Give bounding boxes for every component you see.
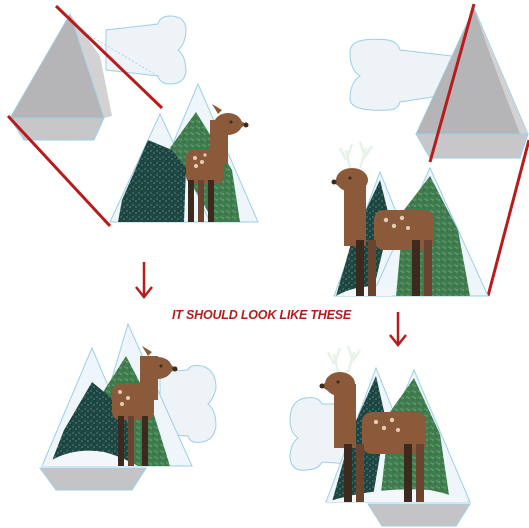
paper-tab (106, 16, 186, 84)
panel-before-left (8, 6, 258, 226)
panel-after-right (290, 346, 470, 526)
pyramid-base (368, 504, 470, 526)
guide-line (488, 140, 529, 296)
antler (348, 346, 360, 372)
antler (328, 348, 340, 372)
grey-pyramid (10, 14, 112, 140)
antler (360, 142, 372, 168)
arrow-down-icon (136, 262, 152, 297)
instruction-caption: IT SHOULD LOOK LIKE THESE (172, 308, 352, 322)
pyramid-base (40, 468, 146, 490)
panel-after-left (40, 324, 216, 490)
antler (340, 144, 352, 168)
panel-before-right (332, 4, 529, 296)
arrow-down-icon (390, 312, 406, 345)
